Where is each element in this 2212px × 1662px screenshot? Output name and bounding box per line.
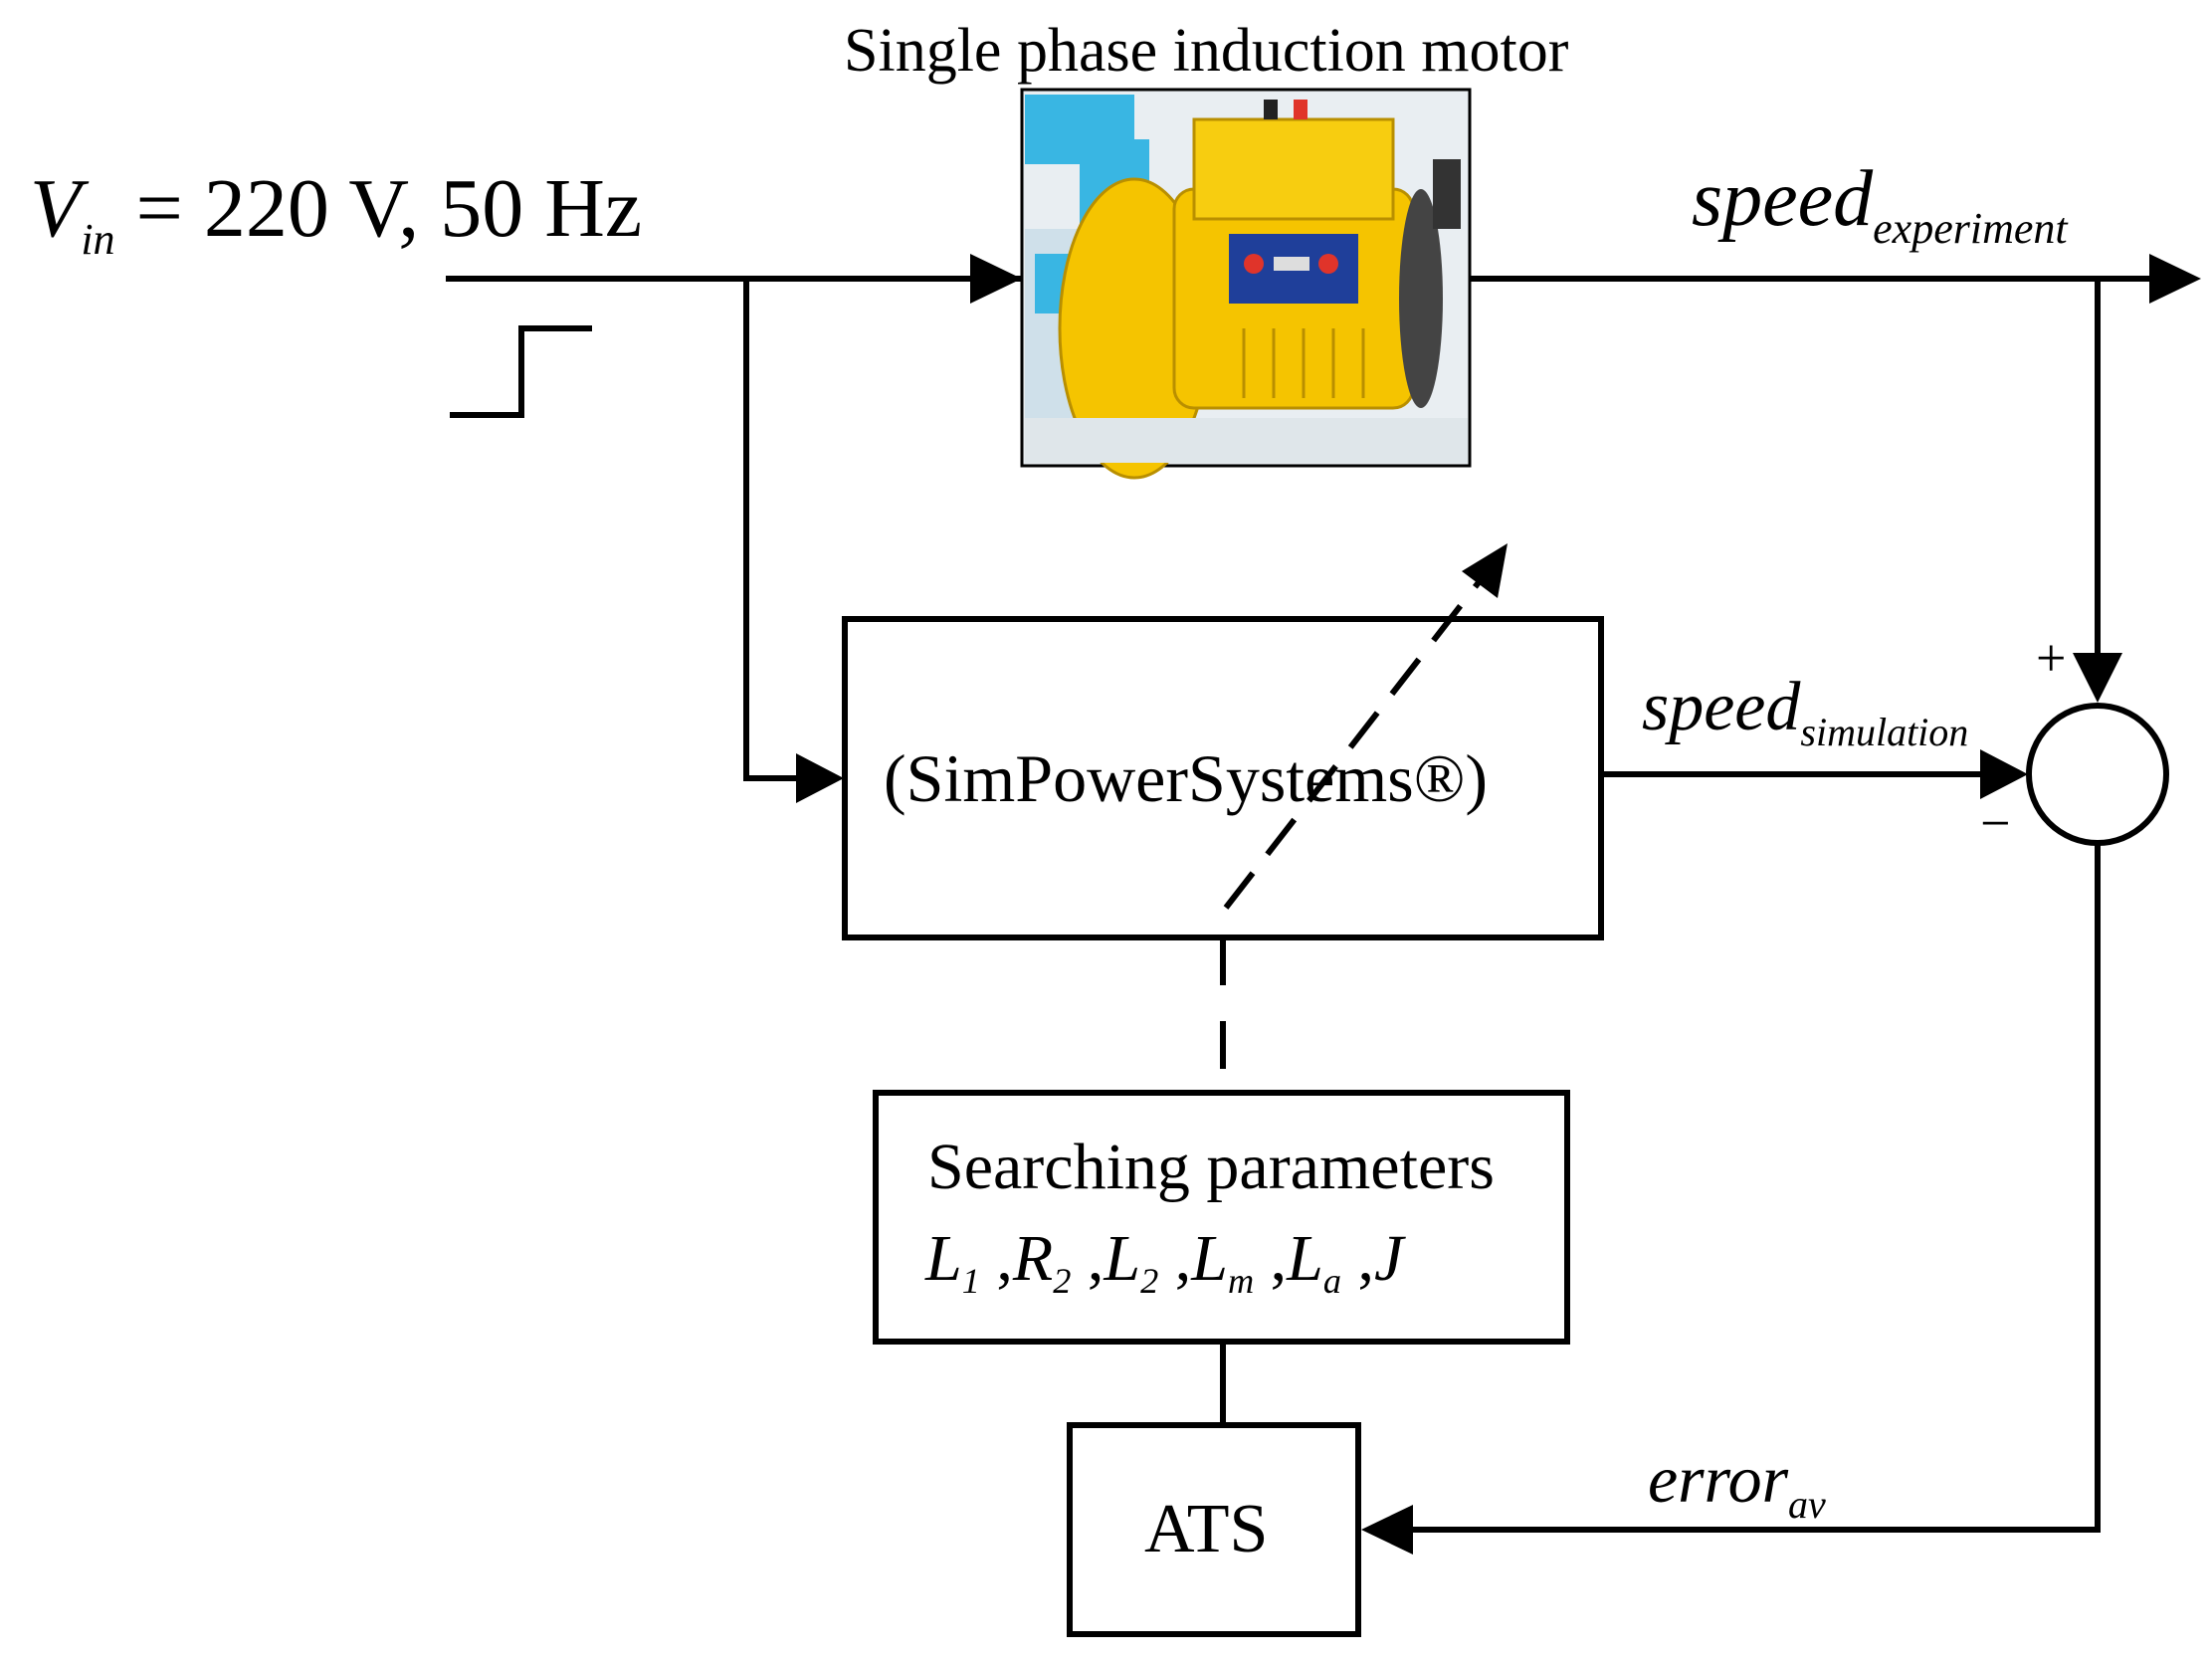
speed-simulation-label: speedsimulation xyxy=(1642,673,1968,752)
param-sep-1: , xyxy=(1087,1222,1105,1295)
ats-block xyxy=(1067,1422,1361,1637)
param-0-sub: 1 xyxy=(961,1260,980,1301)
speed-simulation-sub: simulation xyxy=(1800,710,1969,754)
param-3-sub: m xyxy=(1227,1260,1255,1301)
motor-photo xyxy=(1020,88,1472,480)
arrowhead-to-simulation xyxy=(796,753,844,803)
param-sep-0: , xyxy=(996,1222,1013,1295)
summing-junction xyxy=(2026,703,2169,846)
motor-title: Single phase induction motor xyxy=(844,17,1569,85)
error-feedback-line xyxy=(1413,843,2101,1533)
input-value: 220 V, 50 Hz xyxy=(203,162,643,255)
input-voltage-label: Vin = 220 V, 50 Hz xyxy=(30,167,642,262)
param-list: L1 ,R2 ,L2 ,Lm ,La ,J xyxy=(925,1226,1403,1299)
param-1-sym: R xyxy=(1012,1222,1054,1295)
error-sub: av xyxy=(1788,1482,1826,1527)
param-4-sub: a xyxy=(1322,1260,1342,1301)
speed-experiment-sub: experiment xyxy=(1873,204,2068,253)
simulation-block xyxy=(842,616,1604,940)
arrowhead-to-ats xyxy=(1361,1505,1413,1555)
input-equals: = xyxy=(135,162,183,255)
arrowhead-to-sum-minus xyxy=(1980,749,2028,799)
param-3-sym: L xyxy=(1191,1222,1228,1295)
speed-simulation-main: speed xyxy=(1642,669,1801,745)
error-main: error xyxy=(1648,1441,1789,1517)
param-0-sym: L xyxy=(925,1222,962,1295)
sum-plus-sign: + xyxy=(2036,628,2067,688)
search-title: Searching parameters xyxy=(927,1131,1495,1203)
ats-label: ATS xyxy=(1144,1491,1269,1567)
param-4-sym: L xyxy=(1287,1222,1323,1295)
input-subscript: in xyxy=(81,215,115,264)
param-1-sub: 2 xyxy=(1053,1260,1072,1301)
input-symbol: V xyxy=(30,162,82,255)
error-label: errorav xyxy=(1648,1445,1826,1525)
param-2-sym: L xyxy=(1104,1222,1141,1295)
speed-experiment-main: speed xyxy=(1692,155,1874,243)
arrowhead-to-motor xyxy=(970,254,1022,304)
adjust-arrowhead xyxy=(1462,543,1508,598)
adjust-dashed-arrow xyxy=(1223,575,1486,910)
speed-experiment-label: speedexperiment xyxy=(1692,159,2068,251)
sum-minus-sign: − xyxy=(1980,793,2011,853)
arrowhead-to-sum-plus xyxy=(2073,653,2122,703)
step-input-icon xyxy=(450,325,592,418)
arrowhead-experiment-out xyxy=(2149,254,2201,304)
param-2-sub: 2 xyxy=(1140,1260,1159,1301)
param-5-sym: J xyxy=(1374,1222,1404,1295)
simulation-model-label: (SimPowerSystems®) xyxy=(884,740,1489,816)
branch-to-simulation xyxy=(743,279,808,781)
param-sep-4: , xyxy=(1357,1222,1375,1295)
param-sep-2: , xyxy=(1174,1222,1192,1295)
search-parameters-block xyxy=(873,1090,1570,1345)
param-sep-3: , xyxy=(1270,1222,1288,1295)
